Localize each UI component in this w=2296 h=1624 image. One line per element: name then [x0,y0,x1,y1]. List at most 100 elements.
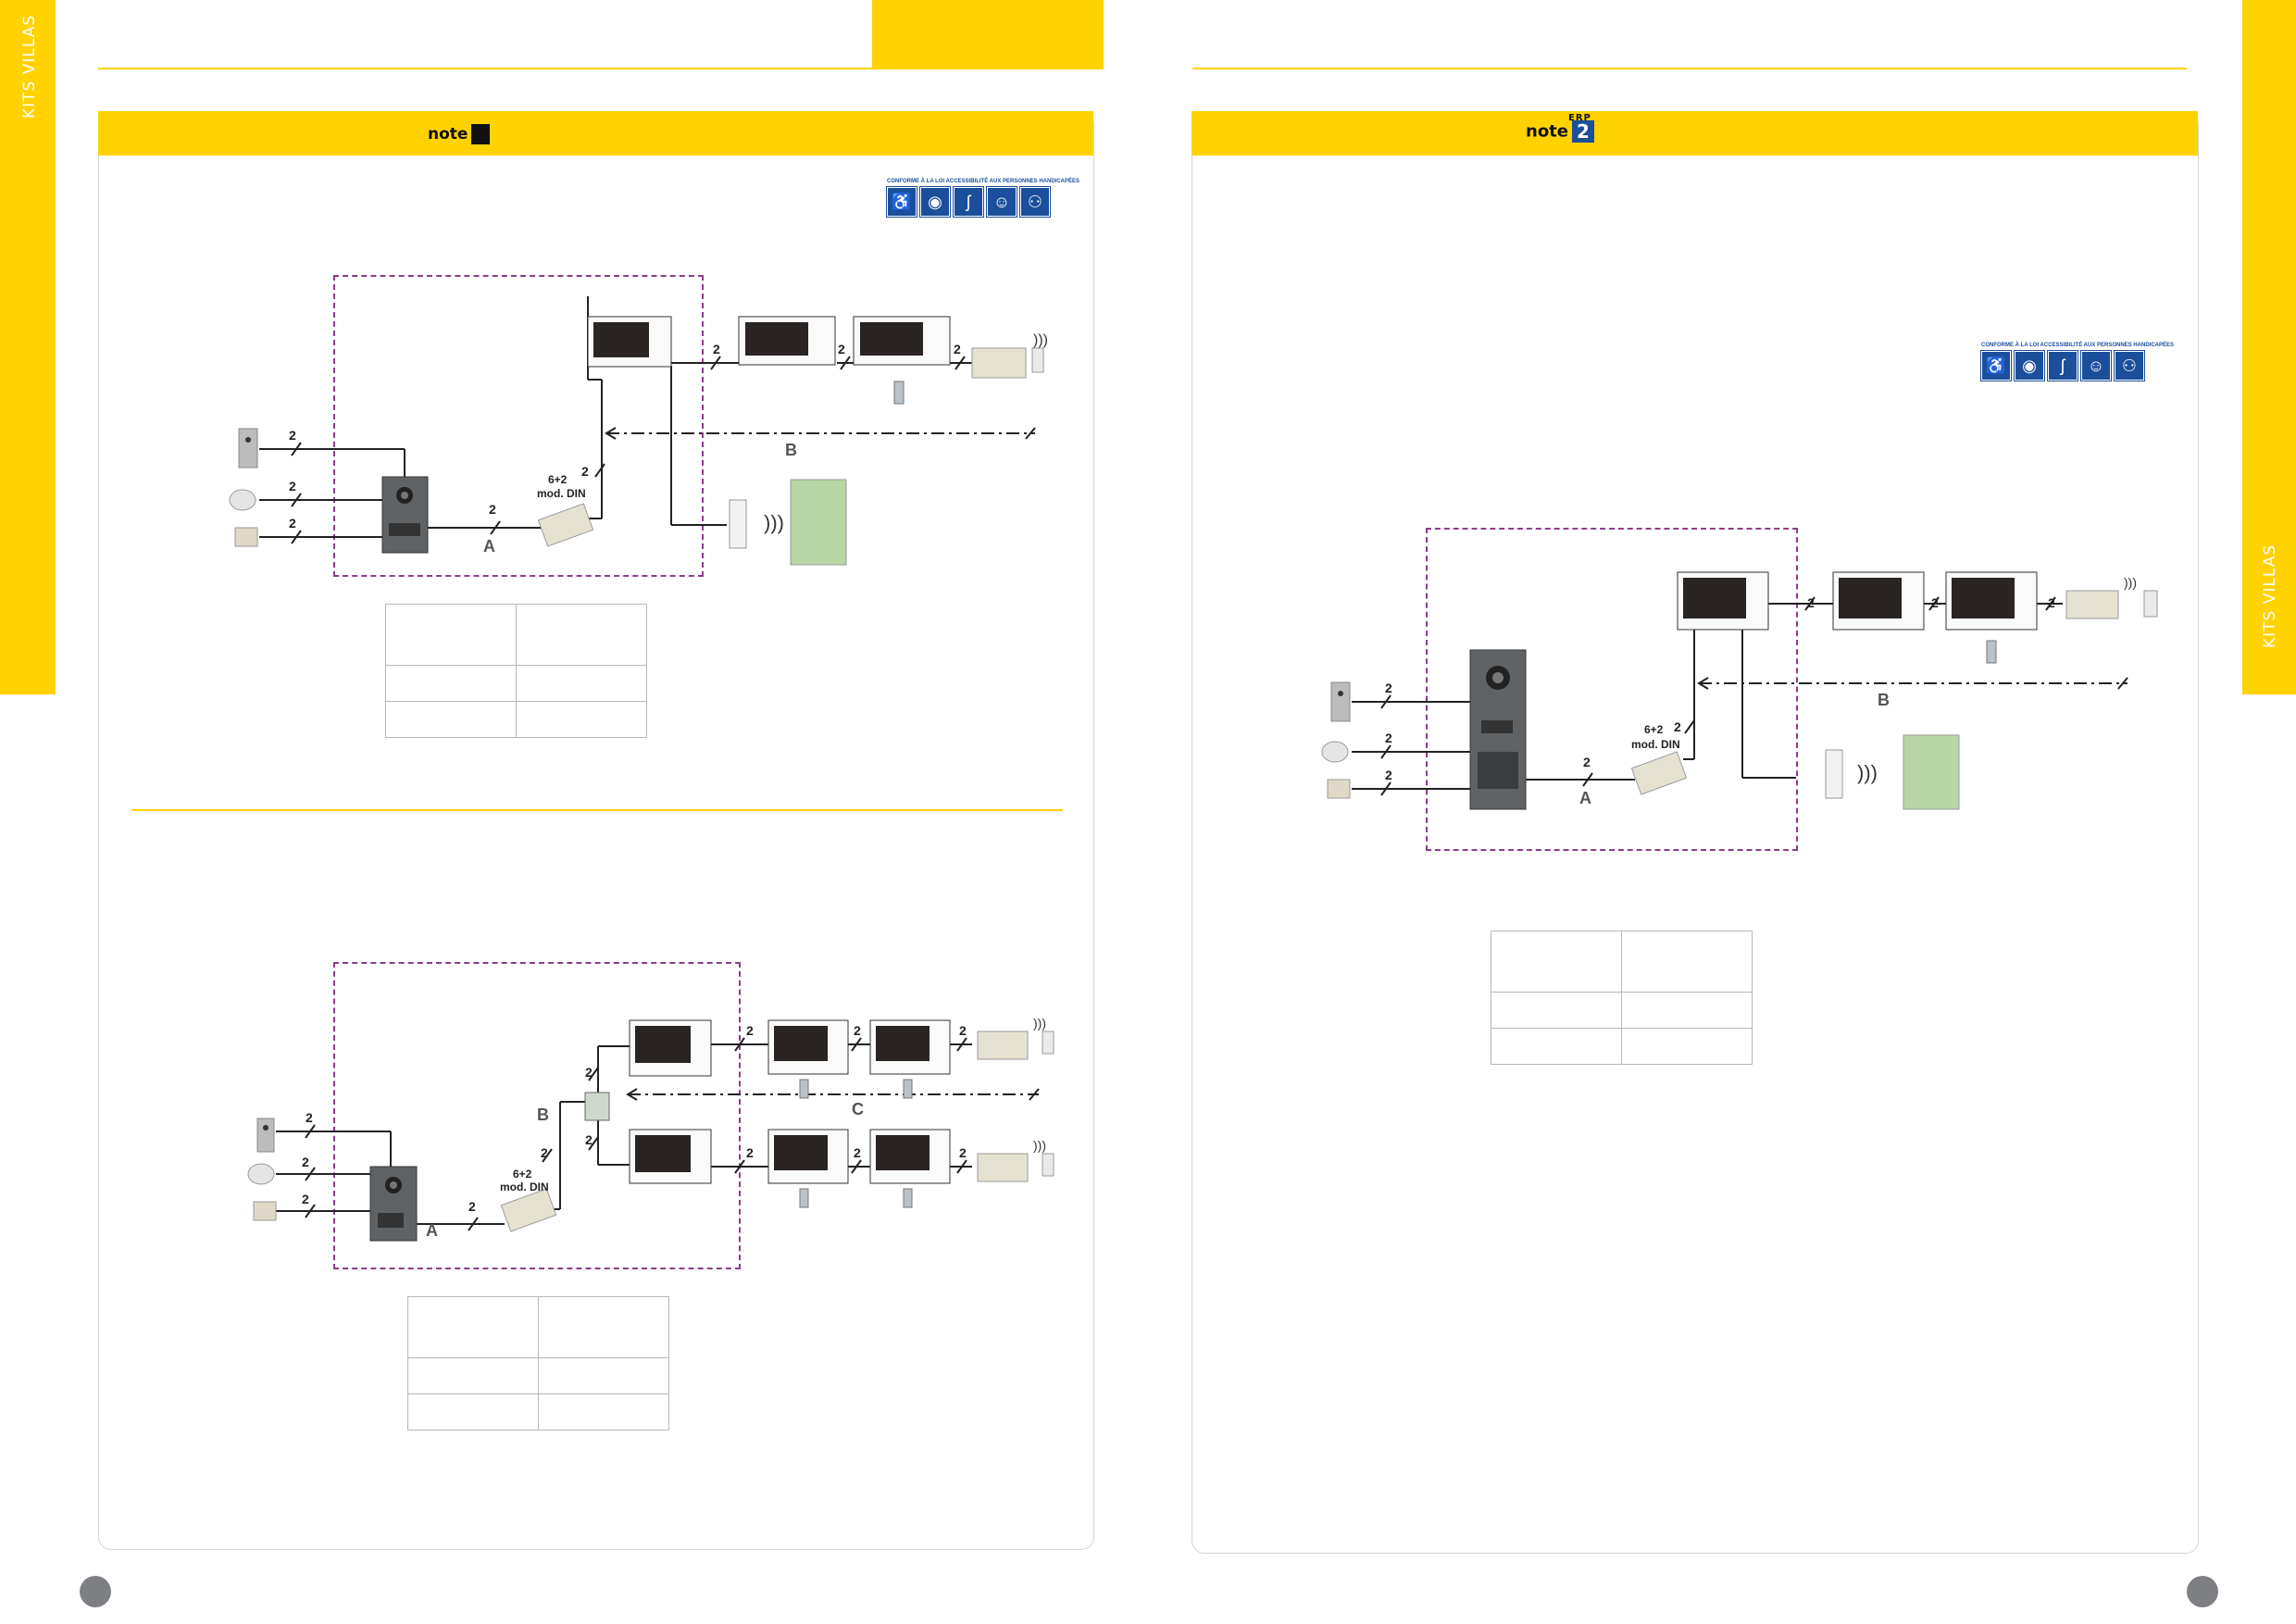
d1-count-keypad: 2 [289,428,296,443]
left-mid-divider [131,809,1063,811]
left-page-dot [80,1576,111,1607]
d2-din-label-1: 6+2 [513,1168,532,1181]
table-row [385,665,647,702]
d2-count-bot-m1: 2 [746,1145,754,1160]
d1-count-mon1: 2 [713,342,720,356]
right-note-text: note [1526,121,1568,142]
left-accessibility-caption: CONFORME À LA LOI ACCESSIBILITÉ AUX PERS… [887,179,1080,184]
d1-count-mon2: 2 [838,342,845,356]
right-diagram: ))) ))) 2 2 2 2 2 2 2 2 6+2 mod. DIN A B [1321,571,2158,810]
left-accessibility-badge: CONFORME À LA LOI ACCESSIBILITÉ AUX PERS… [886,179,1080,218]
right-accessibility-icons: ♿ ◉ ʃ ☺ ⚇ [1980,350,2174,381]
left-spec-table-1 [385,604,647,738]
left-note-block [471,124,491,144]
left-note-text: note [428,125,468,144]
d2-count-lock: 2 [302,1192,309,1206]
svg-text:))): ))) [2124,575,2137,590]
r-din-label-2: mod. DIN [1631,738,1680,751]
r-count-keypad: 2 [1385,681,1392,695]
d1-count-mon3: 2 [954,342,961,356]
right-note-number: 2 [1572,120,1594,143]
d2-count-gong: 2 [302,1155,309,1169]
left-side-tab: KITS VILLAS [0,0,56,694]
left-top-corner-block [872,0,1104,69]
left-accessibility-icons: ♿ ◉ ʃ ☺ ⚇ [886,186,1079,218]
d1-count-gong: 2 [289,479,296,493]
d2-count-top-m2: 2 [854,1023,861,1038]
hearing-icon: ʃ [953,186,984,218]
left-top-rule [98,68,1104,69]
d2-din-label-2: mod. DIN [500,1181,549,1193]
r-count-mon1: 2 [1807,595,1815,610]
erp-label: ERP [1568,113,1591,123]
table-row [385,701,647,738]
d1-count-lock: 2 [289,516,296,531]
r-label-b: B [1878,691,1890,709]
right-side-tab: KITS VILLAS [2242,0,2296,694]
low-vision-icon: ◉ [919,186,951,218]
right-top-rule [1192,68,2187,69]
table-row [407,1393,669,1430]
table-row [1491,1028,1753,1065]
svg-text:))): ))) [1033,1016,1046,1031]
right-spec-table [1491,931,1753,1065]
d1-label-a: A [483,537,495,556]
table-row [385,604,647,666]
right-accessibility-caption: CONFORME À LA LOI ACCESSIBILITÉ AUX PERS… [1981,343,2175,348]
r-din-label-1: 6+2 [1644,723,1664,736]
r-count-mon3: 2 [2048,595,2055,610]
left-header-band [98,111,1093,156]
table-row [1491,992,1753,1029]
d1-label-b: B [785,441,797,459]
elderly-icon: ⚇ [1019,186,1051,218]
r-count-gong: 2 [1385,731,1392,745]
d2-count-bot-m3: 2 [959,1145,967,1160]
low-vision-icon: ◉ [2014,350,2045,381]
elderly-icon: ⚇ [2114,350,2145,381]
d2-count-keypad: 2 [306,1110,313,1125]
d2-label-c: C [852,1100,864,1118]
d2-count-bot-m2: 2 [854,1145,861,1160]
svg-text:))): ))) [764,511,784,534]
r-count-mon2: 2 [1931,595,1939,610]
wheelchair-icon: ♿ [886,186,917,218]
svg-text:))): ))) [1857,761,1878,784]
right-side-label: KITS VILLAS [2261,543,2279,648]
r-count-din: 2 [1674,719,1681,734]
d1-din-label-2: mod. DIN [537,487,586,500]
table-row [407,1296,669,1358]
left-diagram2-kit-frame [333,962,741,1269]
left-diagram1-kit-frame [333,275,704,577]
d2-label-b: B [537,1106,549,1124]
left-diagram1: ))) ))) 2 2 2 2 2 2 2 2 6+2 mod. DIN A B [229,296,1048,566]
right-page-dot [2187,1576,2218,1607]
right-diagram-kit-frame [1426,528,1798,851]
hearing-icon: ʃ [2047,350,2078,381]
d2-count-top-m3: 2 [959,1023,967,1038]
left-spec-table-2 [407,1296,669,1430]
cognitive-icon: ☺ [2080,350,2112,381]
d2-label-a: A [426,1221,438,1240]
wheelchair-icon: ♿ [1980,350,2012,381]
d2-count-bottom: 2 [585,1132,593,1147]
d1-count-din: 2 [581,464,589,479]
d2-count-top-m1: 2 [746,1023,754,1038]
table-row [407,1357,669,1394]
left-note-logo: note [426,123,493,145]
svg-text:))): ))) [1033,332,1048,348]
d1-din-label-1: 6+2 [548,473,568,486]
r-label-a: A [1579,789,1591,807]
svg-text:))): ))) [1033,1138,1046,1153]
d2-count-a: 2 [468,1199,476,1214]
right-header-band [1192,111,2198,156]
left-diagram2: ))) ))) 2 2 2 2 2 2 2 2 2 2 2 2 2 6+2 mo… [247,1016,1054,1242]
d2-count-din: 2 [541,1145,548,1160]
d2-count-top: 2 [585,1065,593,1080]
right-accessibility-badge: CONFORME À LA LOI ACCESSIBILITÉ AUX PERS… [1980,343,2175,381]
left-side-label: KITS VILLAS [20,14,39,119]
table-row [1491,931,1753,993]
r-count-a: 2 [1583,755,1591,769]
cognitive-icon: ☺ [986,186,1017,218]
d1-count-a: 2 [489,502,496,517]
